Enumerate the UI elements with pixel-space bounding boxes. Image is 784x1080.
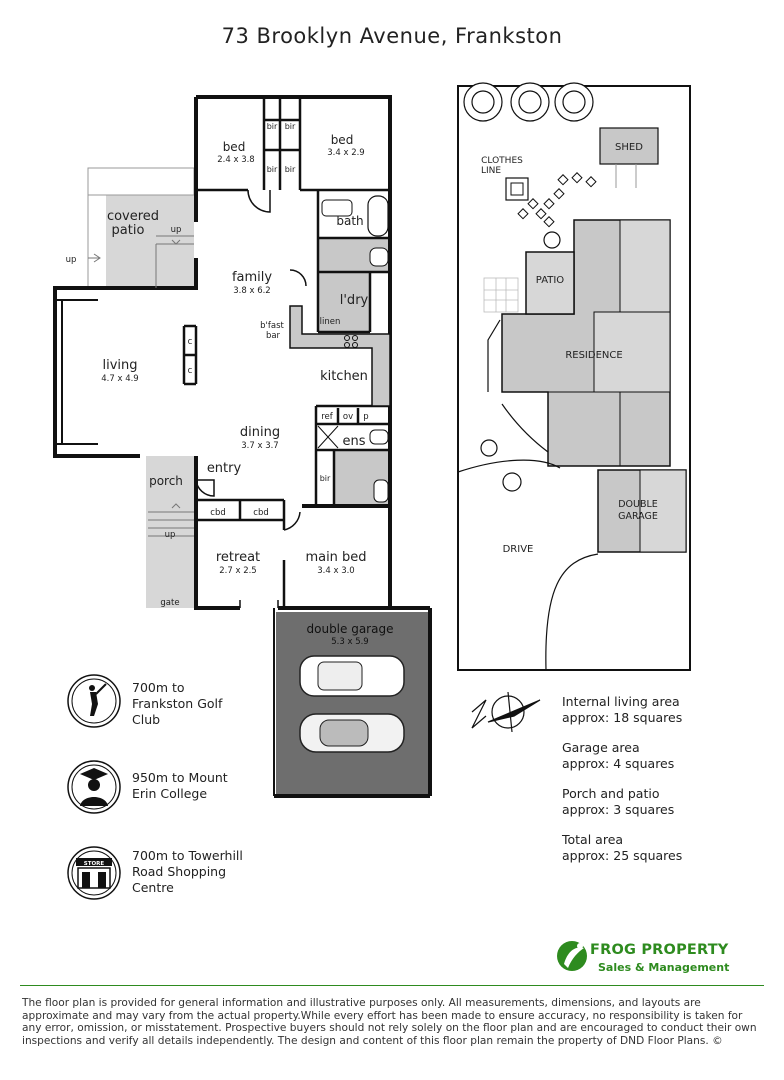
store-icon: STORE [67,846,121,900]
oven-label: ov [343,412,353,422]
brand-name: FROG PROPERTY [590,942,729,958]
divider [20,985,764,986]
store-sign: STORE [84,861,105,867]
main-bed-dims: 3.4 x 3.0 [317,566,354,576]
clothes-line-label: LINE [481,166,501,176]
laundry-floor [318,272,370,332]
area-porch-patio: Porch and patio approx: 3 squares [562,786,675,817]
amenity-shopping: 700m to Towerhill Road Shopping Centre [132,848,243,895]
site-garage-label: DOUBLE [618,499,658,510]
living-dims: 4.7 x 4.9 [101,374,138,384]
kitchen-label: kitchen [320,369,368,384]
compass-icon [471,691,541,733]
car-icon [299,655,405,753]
entry-label: entry [207,461,242,476]
graduate-icon [67,760,121,814]
cupboard-label: c [188,337,193,347]
tree-icon [463,82,613,492]
brand-tagline: Sales & Management [598,961,730,974]
dining-dims: 3.7 x 3.7 [241,441,278,451]
up-label: up [171,225,182,235]
amenity-golf: 700m to Frankston Golf Club [132,680,223,727]
bed2-dims: 3.4 x 2.9 [327,148,364,158]
porch-floor [146,456,194,608]
living-label: living [102,358,137,373]
site-garage-label: GARAGE [618,511,658,522]
clothes-line-label: CLOTHES [481,156,523,166]
site-patio-label: PATIO [536,275,565,286]
golfer-icon [67,674,121,728]
family-label: family [232,270,272,285]
bir-label: bir [267,165,278,174]
laundry-label: l'dry [340,293,369,308]
bir-label: bir [285,165,296,174]
cupboard-label: c [188,366,193,376]
kitchen-bench [289,305,391,407]
pantry-label: p [363,412,368,422]
bed1-dims: 2.4 x 3.8 [217,155,254,165]
retreat-label: retreat [216,550,260,565]
linen-label: linen [320,317,341,327]
gate-label: gate [160,598,179,608]
interior-walls [182,97,390,608]
family-dims: 3.8 x 6.2 [233,286,270,296]
cbd-label: cbd [210,508,225,518]
dining-label: dining [240,425,280,440]
amenity-college: 950m to Mount Erin College [132,770,228,801]
bir-label: bir [285,122,296,131]
porch-label: porch [149,474,183,488]
garage-dims: 5.3 x 5.9 [331,637,368,647]
bir-label: bir [267,122,278,131]
area-internal: Internal living area approx: 18 squares [562,694,683,725]
bir-label: bir [320,474,331,483]
area-garage: Garage area approx: 4 squares [562,740,675,771]
property-title: 73 Brooklyn Avenue, Frankston [221,24,563,48]
main-bed-label: main bed [305,550,366,565]
garage-label: double garage [307,622,394,636]
walls [53,95,432,798]
bfast-label: bar [266,331,281,341]
up-label: up [66,255,77,265]
covered-patio-label: covered [107,209,159,224]
area-total: Total area approx: 25 squares [562,832,683,863]
cbd-label: cbd [253,508,268,518]
bed1-label: bed [223,140,246,154]
fridge-label: ref [321,412,334,422]
covered-patio-label: patio [112,223,145,238]
disclaimer: The floor plan is provided for general i… [22,997,757,1048]
retreat-dims: 2.7 x 2.5 [219,566,256,576]
bed2-label: bed [331,133,354,147]
shed-label: SHED [615,142,643,153]
bfast-label: b'fast [260,321,284,331]
bath-label: bath [336,214,363,228]
up-label: up [165,530,176,540]
garage-floor [276,612,428,794]
drive-label: DRIVE [503,544,534,555]
residence-label: RESIDENCE [565,350,622,361]
covered-patio-floor [106,195,194,288]
ensuite-label: ens [342,434,365,449]
frog-logo-icon [557,941,587,971]
